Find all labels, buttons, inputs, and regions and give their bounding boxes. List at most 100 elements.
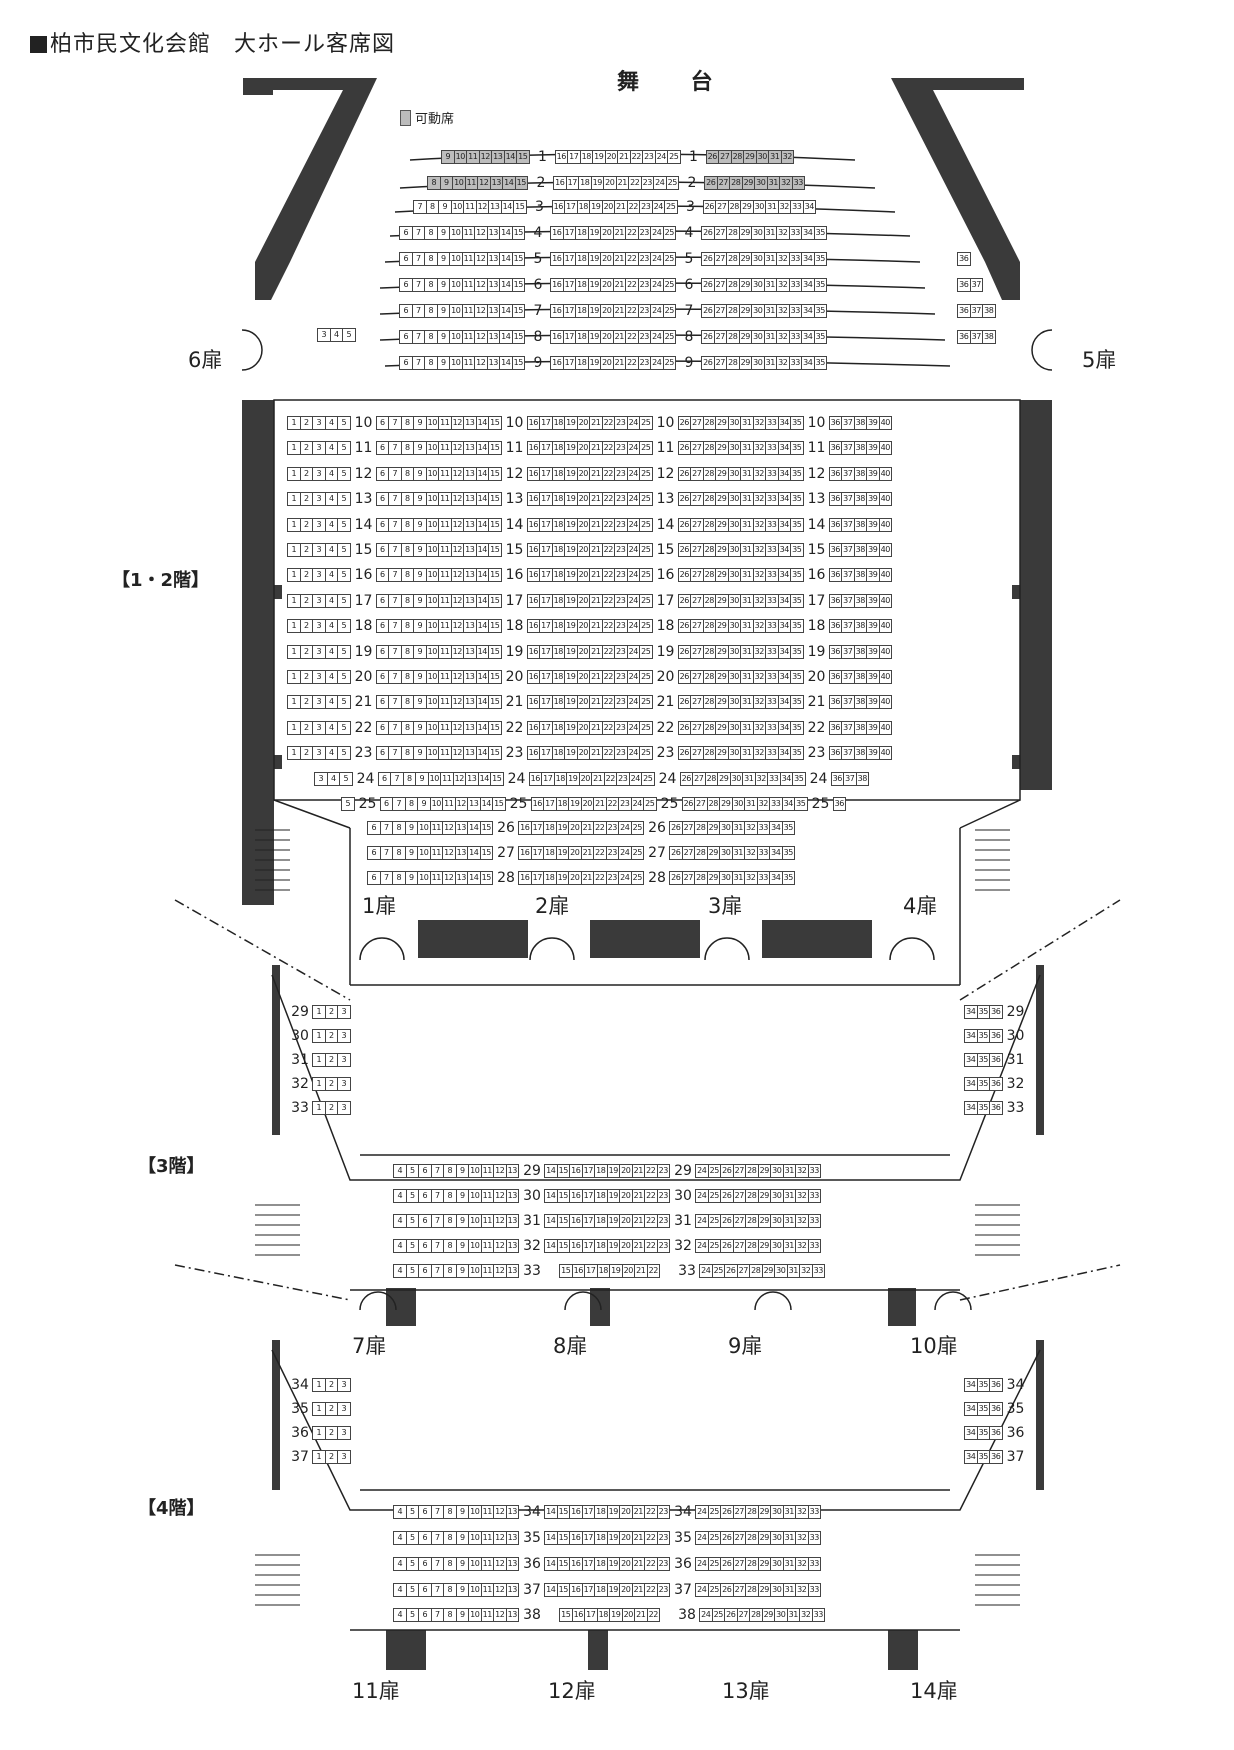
- seat[interactable]: 34: [779, 772, 793, 786]
- seat[interactable]: 30: [755, 150, 769, 164]
- seat[interactable]: 18: [543, 821, 557, 835]
- seat[interactable]: 11: [461, 304, 475, 318]
- seat[interactable]: 34: [777, 670, 791, 684]
- seat[interactable]: 9: [404, 871, 418, 885]
- seat[interactable]: 34: [801, 304, 815, 318]
- seat[interactable]: 27: [681, 846, 695, 860]
- seat[interactable]: 15: [511, 252, 525, 266]
- seat[interactable]: 28: [745, 1239, 759, 1253]
- seat[interactable]: 5: [337, 695, 351, 710]
- seat[interactable]: 28: [726, 278, 740, 292]
- seat[interactable]: 31: [740, 670, 754, 684]
- seat[interactable]: 40: [878, 670, 892, 684]
- seat[interactable]: 16: [518, 821, 532, 835]
- seat[interactable]: 8: [424, 278, 438, 292]
- seat[interactable]: 5: [337, 441, 351, 456]
- seat[interactable]: 40: [878, 517, 892, 532]
- seat[interactable]: 4: [393, 1164, 407, 1178]
- seat[interactable]: 18: [551, 619, 565, 634]
- seat[interactable]: 35: [976, 1402, 990, 1416]
- seat[interactable]: 13: [505, 1164, 519, 1178]
- seat[interactable]: 36: [989, 1029, 1003, 1043]
- seat[interactable]: 4: [324, 517, 338, 532]
- seat[interactable]: 26: [681, 797, 695, 811]
- seat[interactable]: 28: [726, 226, 740, 240]
- seat[interactable]: 14: [475, 746, 489, 761]
- seat[interactable]: 26: [724, 1264, 738, 1278]
- seat[interactable]: 21: [631, 1557, 645, 1571]
- seat[interactable]: 29: [738, 304, 752, 318]
- seat[interactable]: 22: [601, 492, 615, 507]
- seat[interactable]: 23: [637, 252, 651, 266]
- seat[interactable]: 32: [779, 176, 793, 190]
- seat[interactable]: 20: [619, 1583, 633, 1597]
- seat[interactable]: 5: [405, 1583, 419, 1597]
- seat[interactable]: 24: [626, 670, 640, 684]
- seat[interactable]: 15: [479, 821, 493, 835]
- seat[interactable]: 25: [711, 1608, 725, 1622]
- seat[interactable]: 13: [486, 278, 500, 292]
- seat[interactable]: 17: [539, 568, 553, 583]
- seat[interactable]: 26: [677, 644, 691, 659]
- seat[interactable]: 29: [757, 1505, 771, 1519]
- seat[interactable]: 31: [731, 821, 745, 835]
- seat[interactable]: 5: [337, 466, 351, 481]
- seat[interactable]: 38: [853, 492, 867, 507]
- seat[interactable]: 7: [430, 1214, 444, 1228]
- seat[interactable]: 39: [866, 720, 880, 735]
- seat[interactable]: 36: [828, 593, 842, 608]
- seat[interactable]: 6: [418, 1505, 432, 1519]
- seat[interactable]: 36: [828, 670, 842, 684]
- seat[interactable]: 18: [594, 1239, 608, 1253]
- seat[interactable]: 40: [878, 720, 892, 735]
- seat[interactable]: 32: [795, 1557, 809, 1571]
- seat[interactable]: 1: [287, 517, 301, 532]
- seat[interactable]: 8: [443, 1189, 457, 1203]
- seat[interactable]: 17: [581, 1531, 595, 1545]
- seat[interactable]: 12: [474, 330, 488, 344]
- seat[interactable]: 19: [564, 492, 578, 507]
- seat[interactable]: 17: [581, 1164, 595, 1178]
- seat[interactable]: 9: [436, 356, 450, 370]
- seat[interactable]: 8: [400, 644, 414, 659]
- seat[interactable]: 10: [468, 1214, 482, 1228]
- seat[interactable]: 21: [617, 150, 631, 164]
- seat[interactable]: 27: [690, 543, 704, 557]
- seat[interactable]: 28: [745, 1164, 759, 1178]
- seat[interactable]: 27: [690, 670, 704, 684]
- seat[interactable]: 31: [786, 1264, 800, 1278]
- seat[interactable]: 32: [795, 1164, 809, 1178]
- seat[interactable]: 9: [455, 1214, 469, 1228]
- seat[interactable]: 11: [480, 1264, 494, 1278]
- seat[interactable]: 6: [399, 330, 413, 344]
- seat[interactable]: 4: [393, 1583, 407, 1597]
- seat[interactable]: 13: [463, 568, 477, 583]
- seat[interactable]: 8: [400, 670, 414, 684]
- seat[interactable]: 34: [964, 1450, 978, 1464]
- seat[interactable]: 4: [393, 1214, 407, 1228]
- seat[interactable]: 26: [677, 746, 691, 761]
- seat[interactable]: 24: [626, 441, 640, 456]
- seat[interactable]: 10: [449, 356, 463, 370]
- seat[interactable]: 14: [475, 644, 489, 659]
- seat[interactable]: 27: [692, 772, 706, 786]
- seat[interactable]: 25: [639, 492, 653, 507]
- seat[interactable]: 38: [853, 644, 867, 659]
- seat[interactable]: 9: [436, 278, 450, 292]
- seat[interactable]: 36: [989, 1378, 1003, 1392]
- seat[interactable]: 7: [388, 416, 402, 430]
- seat[interactable]: 20: [576, 466, 590, 481]
- seat[interactable]: 24: [650, 278, 664, 292]
- seat[interactable]: 28: [726, 330, 740, 344]
- seat[interactable]: 1: [287, 670, 301, 684]
- seat[interactable]: 25: [639, 416, 653, 430]
- seat[interactable]: 37: [841, 441, 855, 456]
- seat[interactable]: 21: [593, 797, 607, 811]
- seat[interactable]: 9: [413, 720, 427, 735]
- seat[interactable]: 27: [690, 568, 704, 583]
- seat[interactable]: 17: [584, 1264, 598, 1278]
- seat[interactable]: 27: [694, 797, 708, 811]
- seat[interactable]: 38: [853, 746, 867, 761]
- seat[interactable]: 35: [790, 644, 804, 659]
- seat[interactable]: 3: [312, 543, 326, 557]
